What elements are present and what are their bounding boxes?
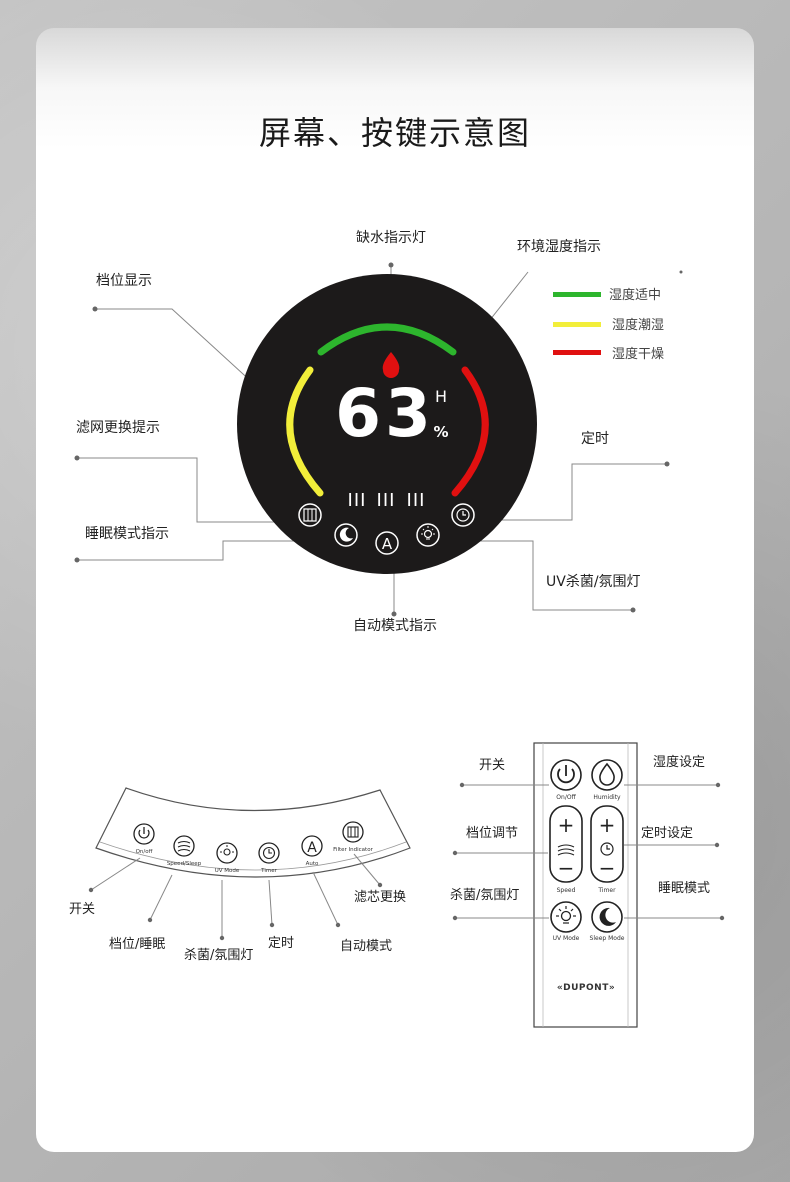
page-title: 屏幕、按键示意图: [258, 114, 531, 152]
panel-label-uv-light: 杀菌/氛围灯: [184, 948, 254, 963]
speed-bar-2: III: [377, 490, 396, 511]
panel-label-auto-mode: 自动模式: [340, 939, 393, 954]
speed-bar-3: III: [407, 490, 426, 511]
label-water-shortage: 缺水指示灯: [356, 230, 426, 246]
speed-bar-1: III: [348, 490, 367, 511]
remote-label-power: 开关: [479, 758, 506, 773]
unit-h: H: [435, 387, 447, 406]
legend-label-dry: 湿度干燥: [612, 347, 665, 362]
remote-label-speed-adjust: 档位调节: [466, 826, 519, 841]
label-speed-display: 档位显示: [96, 273, 152, 289]
display-diagram: 63 H % III III III A: [74, 262, 683, 617]
legend-swatch-dry: [553, 350, 601, 355]
legend-label-moderate: 湿度适中: [609, 288, 662, 303]
label-env-humidity: 环境湿度指示: [517, 239, 601, 255]
sleep-icon: [334, 523, 358, 547]
label-sleep-mode: 睡眠模式指示: [85, 526, 169, 542]
remote-label-sleep-mode: 睡眠模式: [658, 881, 711, 896]
uv-light-icon: [416, 523, 440, 547]
water-drop-icon: [382, 352, 400, 378]
label-timer: 定时: [581, 431, 609, 447]
legend-swatch-moderate: [553, 292, 601, 297]
label-filter-replace: 滤网更换提示: [76, 420, 160, 436]
filter-icon: [298, 503, 322, 527]
auto-icon: A: [375, 531, 399, 555]
leader-dots: [74, 262, 683, 617]
humidity-legend: [553, 292, 601, 355]
panel-label-power: 开关: [69, 902, 96, 917]
panel-label-filter-replace: 滤芯更换: [354, 890, 407, 905]
unit-percent: %: [433, 423, 448, 441]
panel-label-timer: 定时: [268, 936, 295, 951]
panel-label-speed-sleep: 档位/睡眠: [109, 937, 166, 952]
label-uv-light: UV杀菌/氛围灯: [546, 574, 641, 590]
legend-label-humid: 湿度潮湿: [612, 318, 665, 333]
humidity-value: 63: [335, 375, 435, 452]
timer-icon: [451, 503, 475, 527]
remote-label-humidity-set: 湿度设定: [653, 755, 706, 770]
remote-label-timer-set: 定时设定: [641, 826, 694, 841]
humidity-arc-red: [451, 366, 489, 497]
svg-text:A: A: [382, 535, 393, 553]
humidity-arc-green: [317, 323, 457, 356]
legend-swatch-humid: [553, 322, 601, 327]
display-screen: [237, 274, 537, 574]
label-auto-mode: 自动模式指示: [353, 618, 437, 634]
humidity-arc-yellow: [286, 366, 324, 497]
remote-label-uv-light: 杀菌/氛围灯: [450, 888, 520, 903]
